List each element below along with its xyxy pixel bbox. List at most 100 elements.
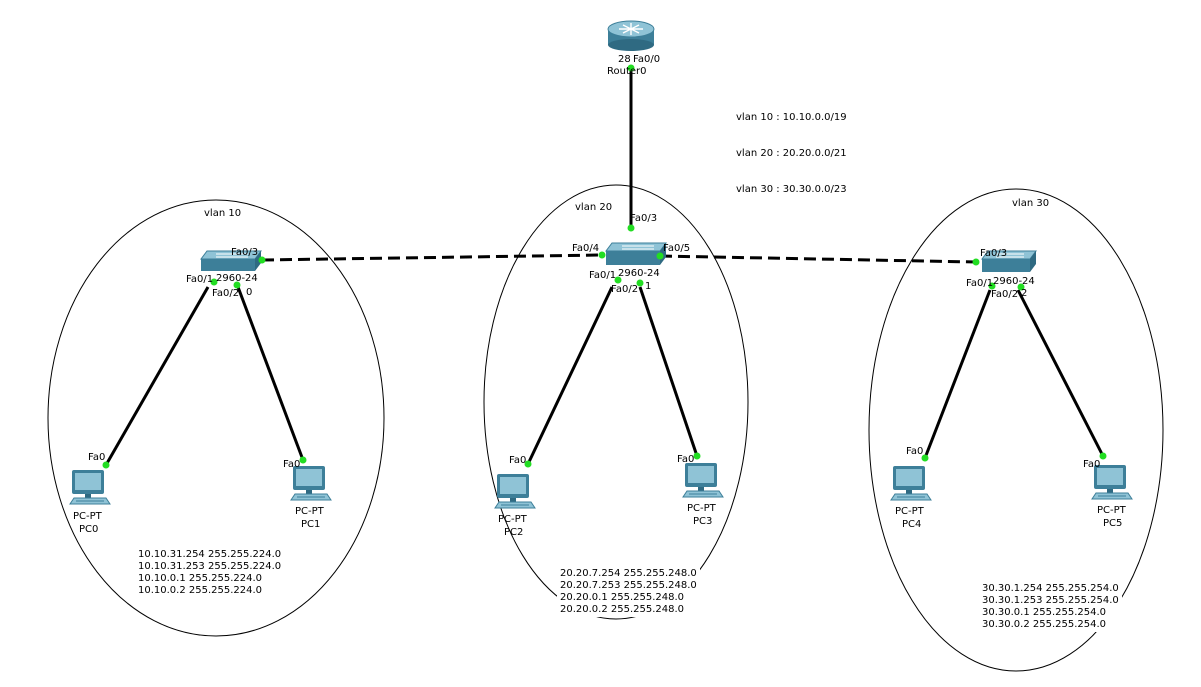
port-dot	[972, 258, 980, 266]
switch0-port-fa0-1: Fa0/1	[186, 274, 213, 285]
link-switch2-pc4[interactable]	[923, 289, 992, 459]
pc0-name: PC0	[79, 524, 98, 535]
link-switch0-pc0[interactable]	[104, 286, 210, 466]
vlan-notes: vlan 10 : 10.10.0.0/19 vlan 20 : 20.20.0…	[736, 88, 847, 208]
pc2-type: PC-PT	[498, 514, 528, 525]
link-switch1-pc3[interactable]	[638, 286, 699, 457]
switch2-name-fragment: 2	[1021, 288, 1027, 299]
pc5-name: PC5	[1103, 518, 1122, 529]
ip-row: 20.20.0.2 255.255.248.0	[560, 604, 685, 615]
pc2-icon[interactable]	[494, 474, 536, 509]
switch1-port-fa0-4: Fa0/4	[572, 243, 599, 254]
ip-row: 30.30.1.254 255.255.254.0	[982, 583, 1119, 594]
port-dot	[627, 64, 635, 72]
switch2-port-fa0-2: Fa0/2	[991, 289, 1018, 300]
port-dot	[627, 224, 635, 232]
switch1-port-fa0-5: Fa0/5	[663, 243, 690, 254]
link-switch1-pc2[interactable]	[526, 286, 614, 465]
vlan-note-10: vlan 10 : 10.10.0.0/19	[736, 112, 847, 123]
pc1-type: PC-PT	[295, 506, 325, 517]
port-dot	[656, 252, 664, 260]
ip-table-vlan10: 10.10.31.254 255.255.224.0 10.10.31.253 …	[135, 548, 285, 598]
pc3-name: PC3	[693, 516, 712, 527]
vlan-note-30: vlan 30 : 30.30.0.0/23	[736, 184, 847, 195]
zone-label-vlan20: vlan 20	[575, 202, 612, 213]
pc0-type: PC-PT	[73, 511, 103, 522]
ip-row: 30.30.0.1 255.255.254.0	[982, 607, 1107, 618]
switch2-port-fa0-1: Fa0/1	[966, 278, 993, 289]
link-switch2-pc5[interactable]	[1016, 289, 1105, 457]
ip-table-vlan20: 20.20.7.254 255.255.248.0 20.20.7.253 25…	[557, 567, 700, 617]
port-indicators	[102, 64, 1107, 469]
switch0-port-fa0-3: Fa0/3	[231, 247, 258, 258]
port-dot	[1099, 452, 1107, 460]
port-dot	[210, 278, 218, 286]
pc0-icon[interactable]	[69, 470, 111, 505]
port-dot	[921, 454, 929, 462]
switch0-model: 2960-24	[216, 273, 258, 284]
zone-label-vlan10: vlan 10	[204, 208, 241, 219]
pc1-icon[interactable]	[290, 466, 332, 501]
pc3-port: Fa0	[677, 454, 694, 465]
ip-row: 30.30.1.253 255.255.254.0	[982, 595, 1119, 606]
router-model-label: 28	[618, 54, 631, 65]
pc1-name: PC1	[301, 519, 320, 530]
pc5-port: Fa0	[1083, 459, 1100, 470]
port-dot	[102, 461, 110, 469]
pc5-icon[interactable]	[1091, 465, 1133, 500]
router-port-fa0-0: Fa0/0	[633, 54, 660, 65]
trunk-switch1-switch2[interactable]	[659, 254, 977, 264]
switch2-model: 2960-24	[993, 276, 1035, 287]
port-dot	[693, 452, 701, 460]
ip-row: 20.20.7.254 255.255.248.0	[560, 568, 697, 579]
trunk-switch0-switch1[interactable]	[261, 253, 603, 262]
pc4-name: PC4	[902, 519, 921, 530]
port-dot	[614, 276, 622, 284]
pc3-type: PC-PT	[687, 503, 717, 514]
switch1-icon[interactable]	[605, 242, 667, 265]
pc1-port: Fa0	[283, 459, 300, 470]
port-dot	[598, 251, 606, 259]
vlan10-zone	[47, 199, 385, 637]
vlan20-zone	[483, 184, 749, 620]
switch0-name-fragment: 0	[246, 287, 252, 298]
zone-label-vlan30: vlan 30	[1012, 198, 1049, 209]
switch1-port-fa0-1: Fa0/1	[589, 270, 616, 281]
pc2-port: Fa0	[509, 455, 526, 466]
pc0-port: Fa0	[88, 452, 105, 463]
pc4-icon[interactable]	[890, 466, 932, 501]
switch1-port-fa0-3: Fa0/3	[630, 213, 657, 224]
switch1-model: 2960-24	[618, 268, 660, 279]
router-name: Router0	[607, 66, 647, 77]
vlan-note-20: vlan 20 : 20.20.0.0/21	[736, 148, 847, 159]
ip-row: 10.10.31.253 255.255.224.0	[138, 561, 282, 572]
links	[104, 68, 1105, 466]
router-icon[interactable]	[607, 20, 655, 51]
port-dot	[1017, 283, 1025, 291]
pc5-type: PC-PT	[1097, 505, 1127, 516]
port-dot	[258, 256, 266, 264]
pc2-name: PC2	[504, 527, 523, 538]
pc4-port: Fa0	[906, 446, 923, 457]
port-dot	[636, 279, 644, 287]
ip-table-vlan30: 30.30.1.254 255.255.254.0 30.30.1.253 25…	[979, 582, 1122, 632]
switch2-icon[interactable]	[981, 250, 1037, 272]
pc4-type: PC-PT	[895, 506, 925, 517]
ip-row: 20.20.0.1 255.255.248.0	[560, 592, 685, 603]
ip-row: 30.30.0.2 255.255.254.0	[982, 619, 1107, 630]
port-dot	[524, 460, 532, 468]
pc3-icon[interactable]	[682, 463, 724, 498]
port-dot	[299, 456, 307, 464]
switch2-port-fa0-3: Fa0/3	[980, 248, 1007, 259]
switch1-port-fa0-2: Fa0/2	[611, 284, 638, 295]
port-dot	[988, 282, 996, 290]
link-switch0-pc1[interactable]	[236, 286, 305, 461]
ip-row: 20.20.7.253 255.255.248.0	[560, 580, 697, 591]
ip-row: 10.10.31.254 255.255.224.0	[138, 549, 282, 560]
vlan30-zone	[868, 188, 1164, 672]
pc-icons	[69, 463, 1133, 509]
ip-row: 10.10.0.2 255.255.224.0	[138, 585, 263, 596]
switch0-icon[interactable]	[200, 250, 262, 271]
port-dot	[233, 281, 241, 289]
